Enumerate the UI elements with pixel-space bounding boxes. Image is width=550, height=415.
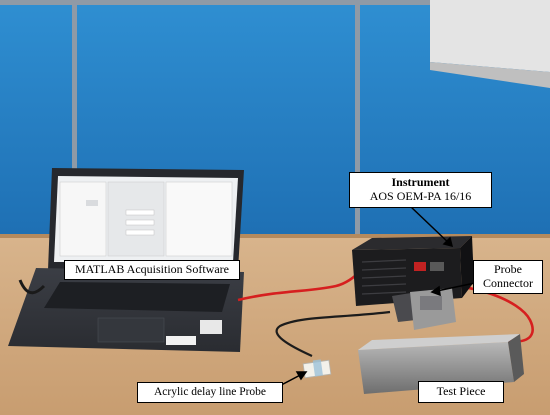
- test-piece-top: [358, 334, 520, 350]
- probe-wedge: [312, 359, 323, 377]
- instrument-label: Instrument AOS OEM-PA 16/16: [349, 172, 492, 208]
- black-power-cable: [18, 279, 46, 295]
- callout-arrows: [267, 205, 476, 393]
- app-button: [86, 200, 98, 206]
- probe-connector-line2: Connector: [483, 275, 533, 290]
- app-panel-right: [107, 181, 165, 257]
- app-field: [125, 219, 155, 226]
- touchpad: [97, 317, 165, 343]
- test-piece-label: Test Piece: [418, 381, 504, 403]
- wall-frame-top: [0, 0, 550, 5]
- instrument-title: Instrument: [391, 175, 450, 189]
- instrument-side: [460, 236, 474, 298]
- wall-divider-left: [72, 0, 77, 240]
- probe-connector-latch: [420, 296, 442, 310]
- desk-back-edge: [0, 234, 550, 238]
- laptop-sticker: [200, 320, 222, 334]
- keyboard-area: [44, 282, 230, 312]
- probe-label: Acrylic delay line Probe: [137, 382, 283, 403]
- probe-text: Acrylic delay line Probe: [153, 386, 267, 398]
- app-panel-plot: [165, 181, 233, 257]
- probe-cable: [275, 310, 391, 358]
- test-piece-text: Test Piece: [436, 384, 486, 398]
- app-field: [125, 209, 155, 216]
- software-text: MATLAB Acquisition Software: [75, 262, 229, 276]
- software-label: MATLAB Acquisition Software: [64, 260, 240, 280]
- probe-connector-line1: Probe: [494, 262, 522, 276]
- wall-divider-right: [355, 0, 360, 240]
- instrument-port: [430, 262, 444, 271]
- app-panel-left: [59, 181, 107, 257]
- instrument-port-red: [414, 262, 426, 271]
- overhead-shelf: [430, 0, 550, 72]
- instrument-top: [352, 236, 472, 250]
- probe-connector-label: Probe Connector: [473, 260, 543, 294]
- test-piece-end: [508, 334, 524, 382]
- instrument-model: AOS OEM-PA 16/16: [369, 188, 472, 203]
- app-field: [125, 229, 155, 236]
- instrument-vents: [361, 259, 407, 295]
- shelf-underside: [430, 62, 550, 88]
- barcode-sticker: [166, 336, 196, 345]
